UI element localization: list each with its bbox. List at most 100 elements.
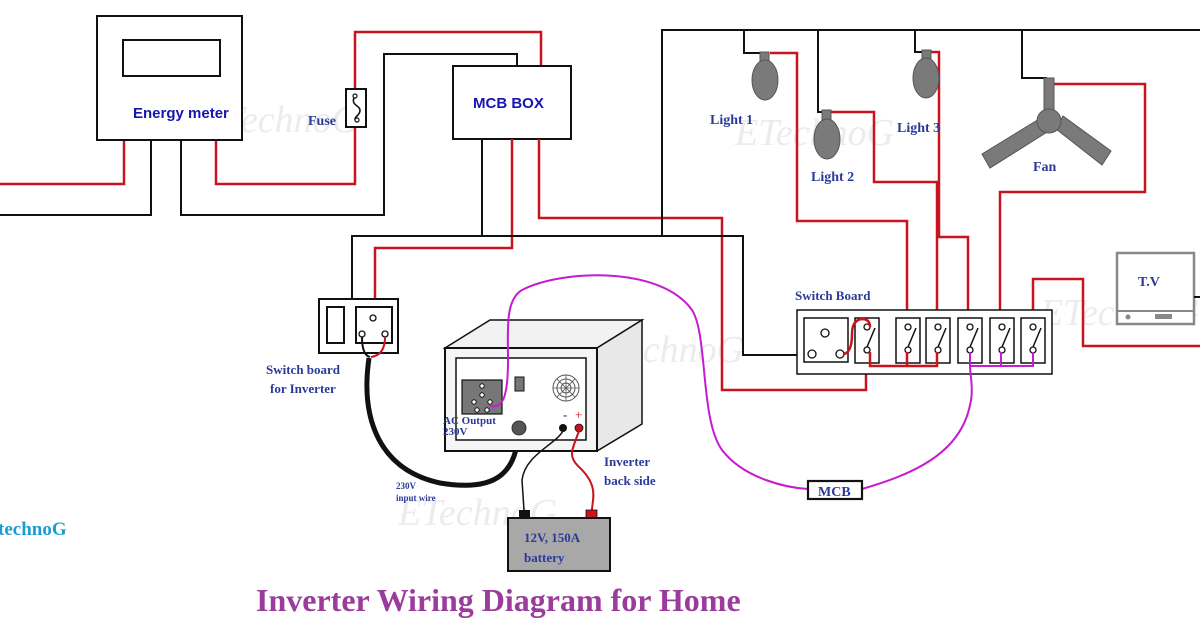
tv-body <box>1115 251 1196 326</box>
mcb-output-wiring <box>351 139 868 392</box>
fan-neutral-drop <box>1021 30 1047 79</box>
mcb-to-switchboard-phase <box>537 139 868 392</box>
socket-pin <box>835 349 845 359</box>
battery-positive-cable <box>571 430 595 511</box>
switch-lever-icon <box>866 327 876 348</box>
brand-logo-text: technoG <box>0 519 67 540</box>
socket-pin <box>479 392 485 398</box>
mcb-box: MCB BOX <box>452 65 572 140</box>
inverter-output-cable <box>489 274 809 490</box>
tv-speaker-grille <box>1155 314 1172 319</box>
light1-neutral-drop <box>743 30 765 54</box>
fuse-terminal <box>354 117 360 123</box>
fuse-body <box>345 88 367 128</box>
tv-power-button-icon <box>1125 314 1131 320</box>
switch-row <box>854 317 1046 364</box>
fan-rod <box>1043 77 1055 113</box>
light1-label: Light 1 <box>710 113 753 128</box>
fuse-label: Fuse <box>308 114 336 129</box>
tv: T.V <box>1115 251 1200 326</box>
switch-lever-icon <box>937 327 947 348</box>
switch-4[interactable] <box>957 317 983 364</box>
light-2: Light 2 <box>811 109 854 185</box>
plug-neutral-lead <box>361 336 371 358</box>
switch-terminal-top <box>904 323 912 331</box>
ac-output-label-line2: 230V <box>443 426 468 438</box>
mcb-to-inverter-board-phase <box>373 139 514 298</box>
inverter-switch-board-label-line1: Switch board <box>266 362 341 377</box>
neutral-to-socket-wire <box>482 235 804 356</box>
energy-meter-label: Energy meter <box>133 105 229 122</box>
light2-switch-wire <box>830 110 939 327</box>
fan-blade-right <box>1055 115 1112 166</box>
ac-input-port <box>511 420 527 436</box>
switch-lever-icon <box>1001 327 1011 348</box>
socket-phase-link <box>843 317 872 356</box>
appliance-phase-wiring <box>770 50 1200 348</box>
socket-pin <box>381 330 389 338</box>
mcb-to-inverter-board-neutral <box>351 139 483 298</box>
mcb-label: MCB <box>818 485 851 500</box>
tv-switch-wire <box>1031 277 1200 348</box>
mcb-box-body <box>452 65 572 140</box>
switch-lever-icon <box>969 327 979 348</box>
minus-terminal-label: - <box>563 407 567 422</box>
fan-hub-icon <box>1036 108 1062 134</box>
ac-output-label-line1: AC Output <box>443 415 496 427</box>
fan: Fan <box>981 77 1112 175</box>
socket-pin <box>369 314 377 322</box>
inverter-power-switch[interactable] <box>514 376 525 392</box>
battery-label-line1: 12V, 150A <box>524 530 581 545</box>
fan-switch-wire <box>998 82 1147 327</box>
meter-to-mcb-neutral-wire <box>180 53 518 216</box>
energy-meter-display <box>122 39 221 77</box>
socket-pin <box>487 399 493 405</box>
switch-terminal-top <box>998 323 1006 331</box>
socket-pin <box>358 330 366 338</box>
neutral-bus-wire <box>661 29 1200 236</box>
socket-pin <box>807 349 817 359</box>
inverter-back-label-line2: back side <box>604 473 656 488</box>
cooling-fan-grille-icon <box>552 374 580 402</box>
fuse-terminal <box>352 93 358 99</box>
tv-label: T.V <box>1138 275 1160 290</box>
phase-bus-wire <box>868 352 939 368</box>
grille-spokes <box>553 375 579 401</box>
switch-1[interactable] <box>854 317 880 364</box>
switch-terminal-top <box>966 323 974 331</box>
light-1: Light 1 <box>710 51 779 128</box>
light3-neutral-drop <box>914 30 926 53</box>
switch-lever-icon <box>1032 327 1042 348</box>
house-neutral-bus <box>661 29 1200 236</box>
light3-bulb-icon <box>912 57 940 99</box>
fan-label: Fan <box>1033 160 1057 175</box>
inverter-back-label-line1: Inverter <box>604 454 650 469</box>
light2-label: Light 2 <box>811 170 854 185</box>
light3-switch-wire <box>930 50 970 327</box>
light1-bulb-icon <box>751 59 779 101</box>
energy-meter-body <box>96 15 243 141</box>
input-wire-label-line2: input wire <box>396 493 436 503</box>
socket-pin <box>471 399 477 405</box>
battery-plus-terminal <box>574 423 584 433</box>
mcb-body <box>806 479 864 501</box>
light3-label: Light 3 <box>897 121 940 136</box>
incoming-neutral-wire <box>0 140 152 216</box>
diagram-title: Inverter Wiring Diagram for Home <box>256 582 741 618</box>
socket-pin <box>484 407 490 413</box>
energy-meter: Energy meter <box>96 15 243 141</box>
light-3: Light 3 <box>897 49 940 136</box>
socket-pin <box>479 383 485 389</box>
switch-lever-icon <box>907 327 917 348</box>
watermark-text: ETechnoG <box>734 112 894 154</box>
switch-terminal-top <box>1029 323 1037 331</box>
inverter-board-switch[interactable] <box>326 306 345 344</box>
mcb-box-label: MCB BOX <box>473 95 544 112</box>
battery-label-line2: battery <box>524 550 565 565</box>
switch-board: Switch Board <box>795 288 1053 375</box>
incoming-phase-wire <box>0 140 126 186</box>
battery-negative-cable <box>521 430 564 511</box>
inverter-switch-board: Switch board for Inverter <box>266 298 399 396</box>
mcb-to-switchboard-cable <box>861 365 973 490</box>
